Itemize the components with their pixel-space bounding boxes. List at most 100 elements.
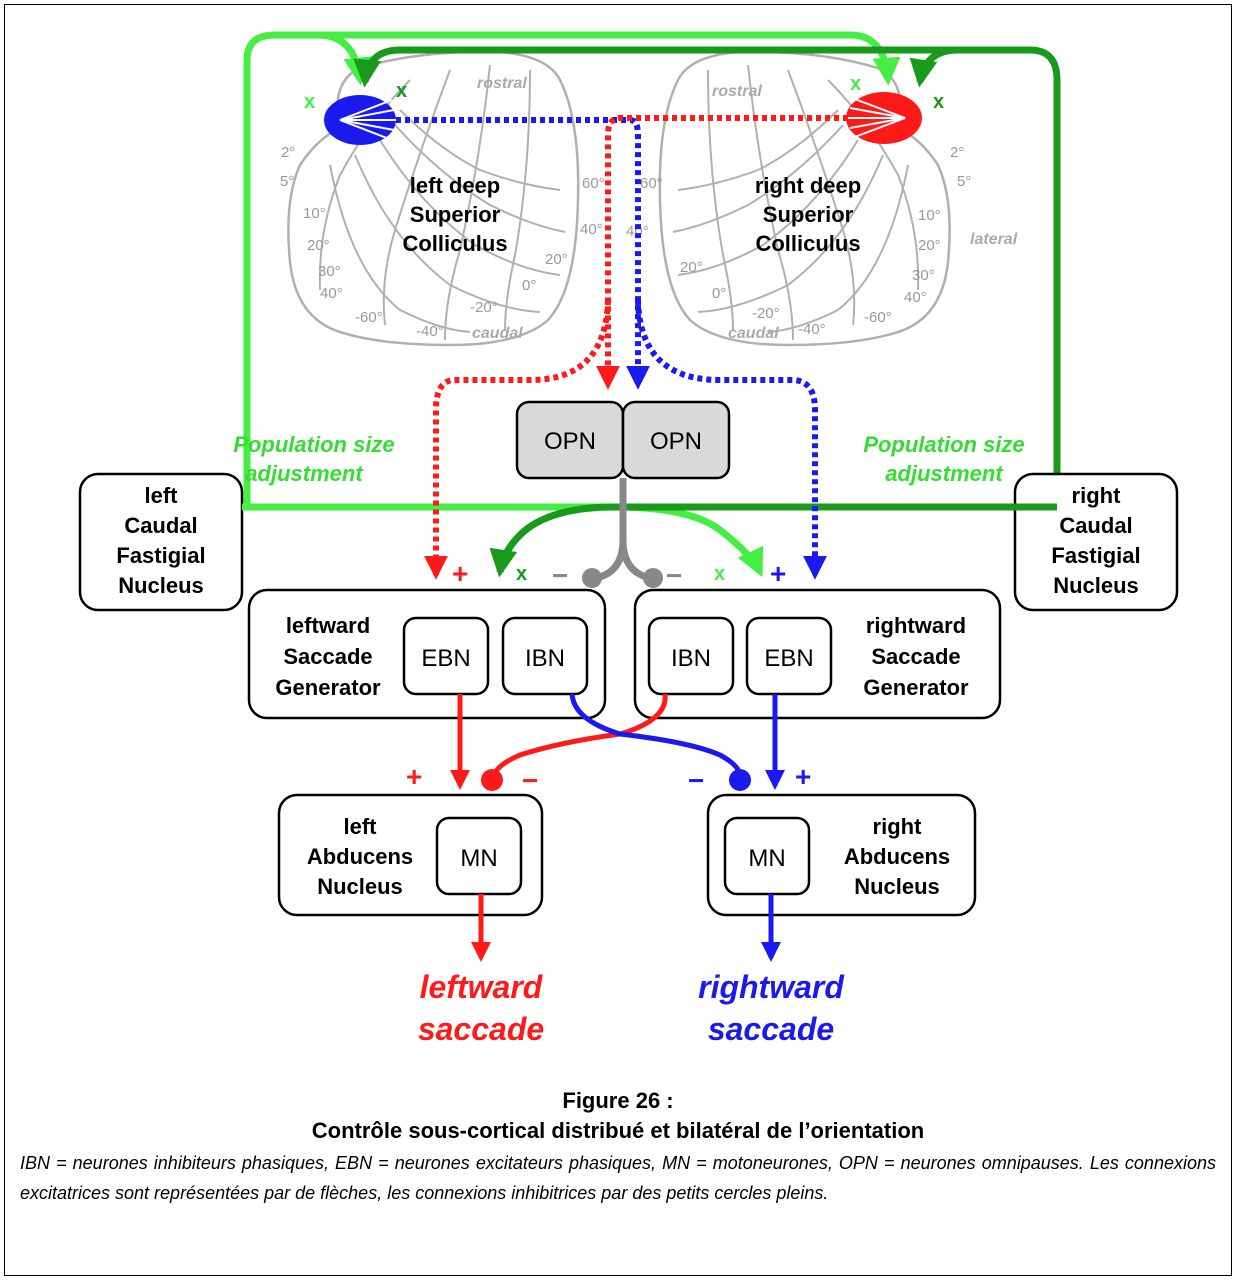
left-sc-x-dark: x xyxy=(396,80,407,102)
leftward-saccade-generator: leftward Saccade Generator EBN IBN xyxy=(247,588,607,720)
right-superior-colliculus: rostral caudal lateral 2° 5° 10° 20° 30°… xyxy=(626,50,1018,347)
right-ibn-inhibition-dot xyxy=(481,769,503,791)
right-dark-green-bottom xyxy=(489,480,1061,578)
left-sg-l1: leftward xyxy=(286,613,370,638)
saccade-circuit-diagram: rostral caudal 2° 5° 10° 20° 30° 40° -60… xyxy=(78,31,1179,1047)
leftward-output-l2: saccade xyxy=(418,1011,544,1047)
right-ab-l2: Abducens xyxy=(844,844,950,869)
left-ibn-inhibition-dot xyxy=(729,769,751,791)
right-ibn-inhibition xyxy=(489,693,668,781)
sc-projections xyxy=(396,115,848,580)
left-sc-label-3: Colliculus xyxy=(402,231,507,256)
right-ibn-box xyxy=(647,616,735,696)
right-sc-angle-m20: -20° xyxy=(752,305,780,322)
left-fastigial-nucleus: left Caudal Fastigial Nucleus xyxy=(78,472,244,612)
right-sc-angle-30: 30° xyxy=(912,267,935,284)
left-ibn-label: IBN xyxy=(525,645,565,672)
right-sc-angle-60: 60° xyxy=(640,175,663,192)
left-sc-angle-0: 0° xyxy=(522,277,536,294)
right-sc-label-3: Colliculus xyxy=(755,231,860,256)
left-ebn-box xyxy=(402,616,490,696)
left-fastigial-l4: Nucleus xyxy=(118,573,204,598)
figure-frame xyxy=(4,4,1232,1276)
right-ebn-label: EBN xyxy=(764,645,813,672)
right-fastigial-l3: Fastigial xyxy=(1051,543,1140,568)
left-light-green-loop xyxy=(243,31,372,480)
figure-subtitle: Contrôle sous-cortical distribué et bila… xyxy=(311,1118,925,1143)
population-feedback-loops xyxy=(243,31,1061,578)
left-sg-green-x: x xyxy=(516,563,527,585)
right-sg-l2: Saccade xyxy=(871,644,960,669)
left-sc-angle-60: 60° xyxy=(582,175,605,192)
right-ab-l1: right xyxy=(873,814,923,839)
opn-right-box xyxy=(621,400,731,480)
left-sc-label-1: left deep xyxy=(410,173,500,198)
right-population-label-1: Population size xyxy=(863,432,1024,457)
left-sc-angle-10: 10° xyxy=(303,205,326,222)
right-dark-green-loop xyxy=(909,46,1061,480)
right-abducens-nucleus: MN right Abducens Nucleus xyxy=(706,793,977,917)
opn-inhibition-right xyxy=(619,478,651,582)
right-sc-red-to-left-sg xyxy=(424,299,611,580)
right-sc-label-2: Superior xyxy=(763,202,854,227)
right-sc-label-1: right deep xyxy=(755,173,861,198)
right-sc-lateral: lateral xyxy=(970,231,1018,248)
right-sc-x-dark: x xyxy=(933,91,944,113)
opn-inhibition-dot-left xyxy=(582,568,602,588)
left-ibn-inhibition xyxy=(569,693,743,777)
figure-title: Figure 26 : xyxy=(562,1088,674,1113)
right-sc-angle-20: 20° xyxy=(918,237,941,254)
right-ab-minus: − xyxy=(688,765,704,796)
right-sg-l3: Generator xyxy=(863,675,969,700)
right-sc-fan-lines xyxy=(848,97,906,139)
right-fastigial-l4: Nucleus xyxy=(1053,573,1139,598)
right-sg-gray-minus: − xyxy=(666,560,682,591)
left-sc-angle-30: 30° xyxy=(318,263,341,280)
left-fastigial-l1: left xyxy=(145,483,179,508)
left-sg-l3: Generator xyxy=(275,675,381,700)
right-sc-angle-m40: -40° xyxy=(798,321,826,338)
left-sg-gray-minus: − xyxy=(552,560,568,591)
leftward-output-l1: leftward xyxy=(420,969,544,1005)
left-sc-angle-20b: 20° xyxy=(545,251,568,268)
left-sc-label-2: Superior xyxy=(410,202,501,227)
right-sg-blue-plus: + xyxy=(770,558,786,589)
opn-right-label: OPN xyxy=(650,428,702,455)
left-sg-red-plus: + xyxy=(452,558,468,589)
left-sc-blue-to-right-sg xyxy=(635,299,827,580)
left-superior-colliculus: rostral caudal 2° 5° 10° 20° 30° 40° -60… xyxy=(280,50,605,347)
left-ab-l1: left xyxy=(344,814,378,839)
right-sc-caudal: caudal xyxy=(728,325,779,342)
figure-legend: IBN = neurones inhibiteurs phasiques, EB… xyxy=(20,1153,1216,1203)
right-ibn-label: IBN xyxy=(671,645,711,672)
left-sc-angle-40b: 40° xyxy=(580,221,603,238)
right-mn-label: MN xyxy=(748,845,785,872)
rightward-output-l1: rightward xyxy=(698,969,845,1005)
left-ab-plus: + xyxy=(406,761,422,792)
right-fastigial-nucleus: right Caudal Fastigial Nucleus xyxy=(1013,472,1179,612)
right-sg-green-x: x xyxy=(714,563,725,585)
right-ab-l3: Nucleus xyxy=(854,874,940,899)
left-fastigial-l3: Fastigial xyxy=(116,543,205,568)
rightward-saccade-generator: IBN EBN rightward Saccade Generator xyxy=(633,588,1002,720)
right-ebn-box xyxy=(745,616,833,696)
left-sc-grid xyxy=(318,64,566,341)
left-sc-x-light: x xyxy=(304,91,315,113)
left-sc-rostral: rostral xyxy=(477,75,527,92)
right-sc-angle-20b: 20° xyxy=(680,259,703,276)
right-sc-red-dotted xyxy=(596,115,848,390)
right-sc-x-light: x xyxy=(850,73,861,95)
left-sc-angle-5: 5° xyxy=(280,173,294,190)
left-sc-angle-40: 40° xyxy=(320,285,343,302)
right-fastigial-l1: right xyxy=(1072,483,1122,508)
left-ab-l3: Nucleus xyxy=(317,874,403,899)
left-sc-angle-m60: -60° xyxy=(355,309,383,326)
opn-inhibition-dot-right xyxy=(643,568,663,588)
right-sc-angle-40: 40° xyxy=(904,289,927,306)
left-ab-l2: Abducens xyxy=(307,844,413,869)
left-population-label-1: Population size xyxy=(233,432,394,457)
left-fastigial-l2: Caudal xyxy=(124,513,197,538)
right-sc-angle-0: 0° xyxy=(712,285,726,302)
right-sc-angle-5: 5° xyxy=(957,173,971,190)
left-sc-angle-2: 2° xyxy=(281,144,295,161)
